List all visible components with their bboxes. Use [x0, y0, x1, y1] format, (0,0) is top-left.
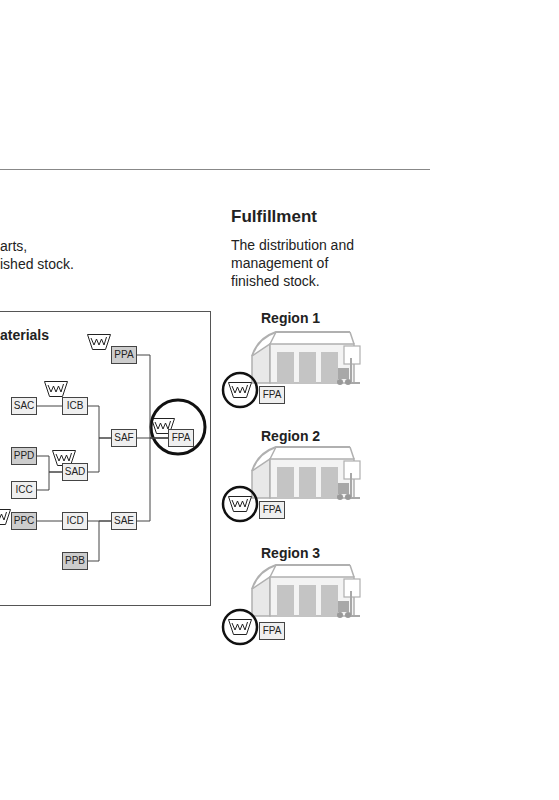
connector-line — [88, 406, 111, 438]
part-code: ICD — [66, 516, 83, 526]
highlight-circle — [223, 373, 257, 407]
part-code: PPC — [14, 516, 35, 526]
heading-text: Region 2 — [261, 427, 320, 445]
part-code: ICB — [67, 401, 84, 411]
group-heading: aterials — [0, 326, 49, 344]
heading-text: Region 3 — [261, 544, 320, 562]
part-box: PPA — [111, 346, 137, 364]
warehouse-illustration — [252, 447, 360, 500]
inventory-symbol — [88, 335, 111, 350]
part-box: FPA — [168, 429, 194, 447]
highlight-circle — [223, 487, 257, 521]
part-box: ICD — [62, 512, 88, 530]
highlight-circle — [151, 400, 205, 454]
inventory-symbol — [45, 382, 68, 397]
cropped-text: ished stock. — [0, 255, 74, 273]
part-box: ICB — [62, 397, 88, 415]
cropped-text: arts, — [0, 237, 27, 255]
part-code: SAD — [65, 467, 86, 477]
part-code: PPD — [14, 451, 35, 461]
part-code: SAE — [114, 516, 134, 526]
part-box: SAE — [111, 512, 137, 530]
part-code: SAC — [14, 401, 35, 411]
connector-line — [88, 521, 111, 561]
connector-line — [37, 406, 62, 407]
connector-line — [37, 472, 62, 490]
part-box: ICC — [11, 481, 37, 499]
warehouse-illustration — [252, 565, 360, 618]
part-box: FPA — [259, 386, 285, 404]
part-code: FPA — [263, 390, 282, 400]
part-code: PPB — [65, 556, 85, 566]
part-code: FPA — [263, 626, 282, 636]
part-code: ICC — [15, 485, 32, 495]
inventory-symbol — [229, 383, 252, 398]
part-code: SAF — [114, 433, 133, 443]
group-frame: aterialsPPA SAC ICB SAF FPA PPD SAD ICC PPC ICD SA… — [0, 311, 211, 606]
connector-line — [137, 438, 168, 521]
part-box: PPB — [62, 552, 88, 570]
part-box: PPC — [11, 512, 37, 530]
part-code: FPA — [172, 433, 191, 443]
inventory-symbol — [229, 620, 252, 635]
body-text: The distribution and management of finis… — [231, 236, 371, 290]
heading-text: Fulfillment — [231, 208, 317, 226]
connector-line — [37, 521, 62, 522]
warehouse-illustration — [252, 332, 360, 385]
part-box: SAC — [11, 397, 37, 415]
part-code: FPA — [263, 505, 282, 515]
part-box: SAD — [62, 463, 88, 481]
inventory-symbol — [229, 497, 252, 512]
heading-text: Region 1 — [261, 309, 320, 327]
part-code: PPA — [114, 350, 133, 360]
inventory-symbol — [0, 510, 11, 525]
part-box: SAF — [111, 429, 137, 447]
part-box: PPD — [11, 447, 37, 465]
connector-line — [88, 438, 111, 472]
highlight-circle — [223, 610, 257, 644]
connector-line — [37, 456, 62, 472]
part-box: FPA — [259, 622, 285, 640]
connector-line — [137, 355, 168, 438]
divider-line — [0, 169, 430, 170]
part-box: FPA — [259, 501, 285, 519]
